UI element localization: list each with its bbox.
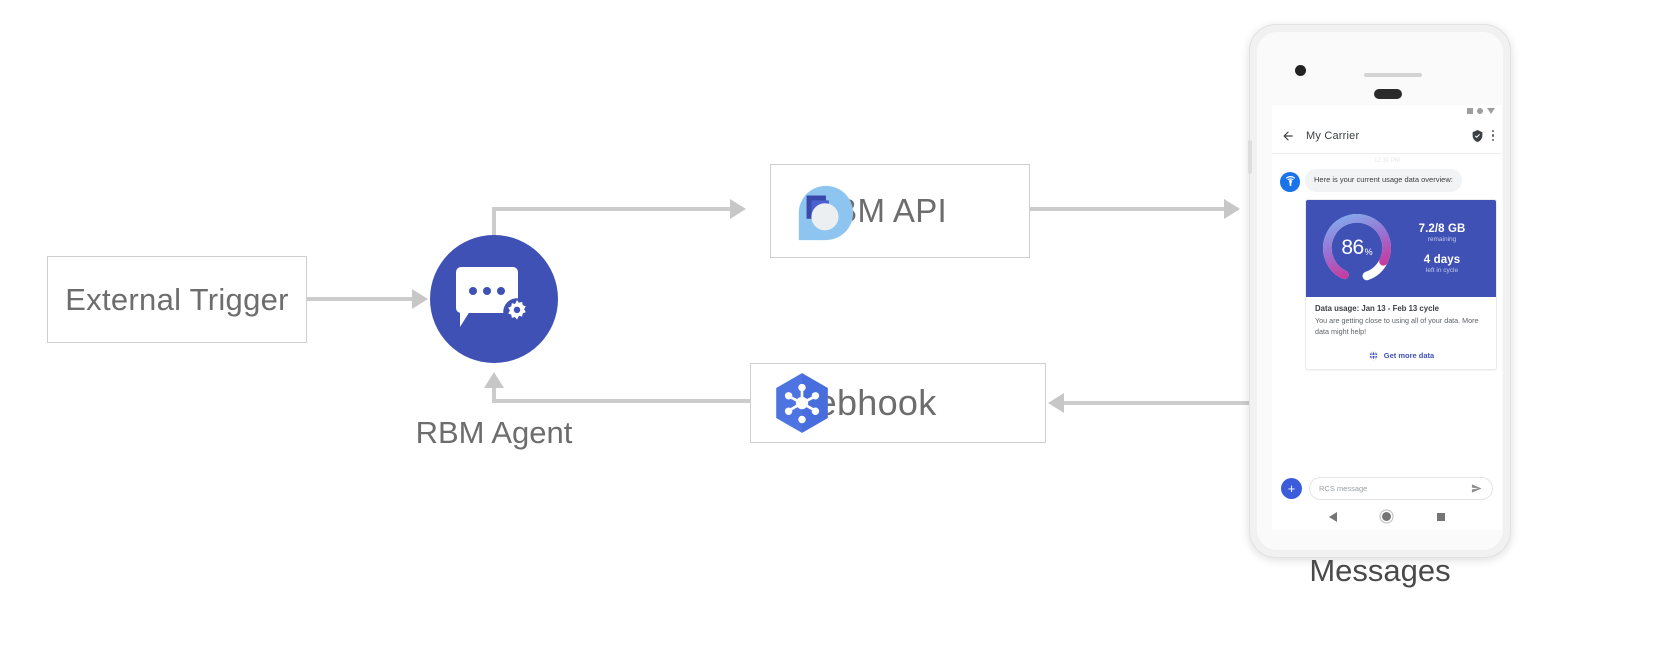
verified-shield-icon[interactable]	[1471, 129, 1484, 143]
phone-speaker	[1364, 73, 1422, 77]
phone-camera	[1295, 65, 1306, 76]
node-rbm-api[interactable]: RBM API	[770, 164, 1030, 258]
rcs-message-input[interactable]: RCS message	[1309, 477, 1493, 500]
message-timestamp: 12:30 PM	[1374, 158, 1400, 164]
rbm-droplet-icon	[798, 185, 854, 241]
node-external-trigger[interactable]: External Trigger	[47, 256, 307, 343]
battery-triangle-icon	[1487, 108, 1495, 114]
connector-agent-up	[492, 207, 496, 247]
gauge-unit: %	[1364, 246, 1373, 257]
arrowhead-api-to-phone	[1224, 199, 1240, 219]
send-icon[interactable]	[1470, 483, 1483, 494]
wifi-dot-icon	[1477, 108, 1483, 114]
message-composer: + RCS message	[1272, 477, 1502, 500]
bubble-dot	[469, 287, 477, 295]
signal-square-icon	[1467, 108, 1473, 114]
rich-card-description: You are getting close to using all of yo…	[1315, 315, 1479, 336]
phone-side-button[interactable]	[1248, 140, 1252, 174]
avatar	[1280, 171, 1300, 192]
android-nav-bar	[1272, 502, 1502, 530]
data-amount: 7.2/8 GB	[1418, 222, 1466, 235]
rich-card-body: Data usage: Jan 13 - Feb 13 cycle You ar…	[1306, 297, 1496, 344]
incoming-message-row: Here is your current usage data overview…	[1280, 169, 1494, 192]
days-left: 4 days	[1423, 253, 1461, 266]
bubble-dot	[497, 287, 505, 295]
plus-icon[interactable]: +	[1281, 478, 1302, 499]
usage-stats: 7.2/8 GB remaining 4 days left in cycle	[1396, 223, 1484, 274]
gauge-value: 86	[1341, 236, 1364, 260]
get-more-data-button[interactable]: Get more data	[1306, 343, 1496, 369]
carrier-signal-icon	[1285, 176, 1295, 187]
incoming-message-text: Here is your current usage data overview…	[1305, 169, 1462, 192]
nav-back-icon[interactable]	[1328, 511, 1337, 522]
gauge-ring-icon	[1323, 214, 1391, 283]
status-bar	[1272, 105, 1502, 118]
back-arrow-icon[interactable]	[1281, 129, 1295, 143]
globe-icon	[1368, 351, 1378, 361]
rich-card-media: 86% 7.2/8 GB remaining 4 days left in cy…	[1306, 199, 1496, 297]
gauge-value-group: 86%	[1318, 209, 1396, 287]
nav-recents-icon[interactable]	[1437, 512, 1446, 521]
days-left-caption: left in cycle	[1425, 266, 1459, 274]
gear-icon	[503, 298, 531, 326]
node-rbm-agent[interactable]	[430, 235, 558, 363]
phone-sensor	[1374, 89, 1402, 99]
phone-screen: My Carrier 12:30 PM	[1272, 105, 1502, 530]
rich-card-title: Data usage: Jan 13 - Feb 13 cycle	[1315, 303, 1439, 313]
rcs-message-placeholder: RCS message	[1319, 484, 1368, 493]
bubble-dot	[483, 287, 491, 295]
connector-webhook-to-agent	[492, 399, 752, 403]
rich-card[interactable]: 86% 7.2/8 GB remaining 4 days left in cy…	[1305, 198, 1497, 371]
connector-api-to-phone	[1030, 207, 1238, 211]
connector-webhook-up	[492, 388, 496, 403]
messages-label: Messages	[1309, 553, 1451, 588]
get-more-data-label: Get more data	[1383, 351, 1435, 361]
usage-gauge: 86%	[1318, 209, 1396, 287]
phone-mockup: My Carrier 12:30 PM	[1248, 25, 1510, 557]
connector-phone-to-webhook	[1064, 401, 1254, 405]
cloud-functions-hexagon-icon	[776, 373, 828, 433]
kebab-menu-icon[interactable]	[1491, 129, 1494, 142]
arrowhead-phone-to-webhook	[1048, 393, 1064, 413]
external-trigger-label: External Trigger	[65, 281, 289, 317]
connector-agent-to-api	[492, 207, 730, 211]
conversation-pane: 12:30 PM Here is your current usage data…	[1272, 154, 1502, 464]
rbm-agent-label: RBM Agent	[415, 415, 573, 450]
nav-home-icon[interactable]	[1382, 512, 1392, 521]
app-bar: My Carrier	[1272, 118, 1502, 154]
arrowhead-agent-to-api	[730, 199, 746, 219]
arrowhead-webhook-to-agent	[484, 372, 504, 388]
node-webhook[interactable]: Webhook	[750, 363, 1046, 443]
arrowhead-trigger-to-agent	[412, 289, 428, 309]
connector-trigger-to-agent	[307, 297, 412, 301]
data-amount-caption: remaining	[1427, 235, 1457, 243]
conversation-title: My Carrier	[1306, 129, 1360, 142]
phone-body: My Carrier 12:30 PM	[1257, 32, 1503, 550]
